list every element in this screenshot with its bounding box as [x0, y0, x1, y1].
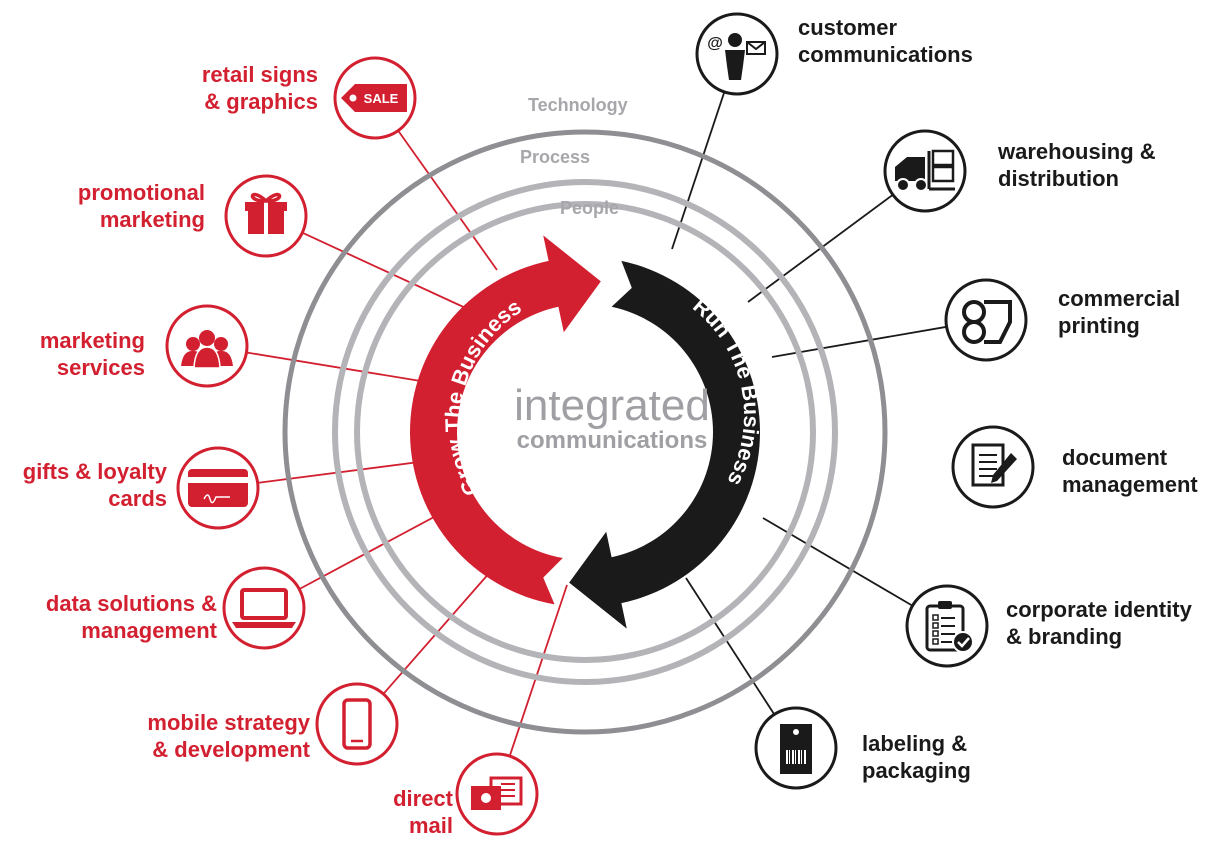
- circular-arrows: [410, 235, 761, 629]
- service-label: labeling &packaging: [862, 731, 971, 783]
- center-title: integrated: [514, 381, 710, 430]
- service-label-line: commercial: [1058, 286, 1180, 311]
- right-service-node: labeling &packaging: [754, 706, 971, 790]
- svg-text:@: @: [707, 35, 723, 52]
- svg-text:SALE: SALE: [364, 91, 399, 106]
- people-label: People: [560, 198, 619, 218]
- service-label-line: management: [1062, 472, 1198, 497]
- service-label-line: mail: [409, 813, 453, 838]
- businessman-email-icon: @: [707, 33, 766, 80]
- service-label-line: & graphics: [204, 89, 318, 114]
- service-label-line: retail signs: [202, 62, 318, 87]
- left-service-node: data solutions &management: [46, 566, 306, 650]
- service-label-line: labeling &: [862, 731, 967, 756]
- service-label-line: management: [81, 618, 217, 643]
- service-label-line: promotional: [78, 180, 205, 205]
- service-label-line: services: [57, 355, 145, 380]
- service-label-line: document: [1062, 445, 1168, 470]
- connector-line: [301, 231, 471, 311]
- service-label-line: packaging: [862, 758, 971, 783]
- document-pen-icon: [971, 443, 1017, 487]
- service-label: retail signs& graphics: [202, 62, 318, 114]
- run-the-business-arrow: [569, 260, 761, 629]
- people-ring: [354, 201, 816, 663]
- sale-tag-icon: SALE: [341, 84, 407, 112]
- service-label-line: customer: [798, 15, 897, 40]
- service-label: mobile strategy& development: [147, 710, 310, 762]
- service-label-line: & development: [152, 737, 310, 762]
- service-label: corporate identity& branding: [1006, 597, 1193, 649]
- laptop-icon: [232, 588, 296, 628]
- service-label-line: marketing: [40, 328, 145, 353]
- service-label-line: warehousing &: [997, 139, 1156, 164]
- center-subtitle: communications: [517, 427, 708, 454]
- service-label-line: gifts & loyalty: [23, 459, 168, 484]
- service-label-line: data solutions &: [46, 591, 217, 616]
- service-label: warehousing &distribution: [997, 139, 1156, 191]
- node-circle: [222, 566, 306, 650]
- service-label-line: communications: [798, 42, 973, 67]
- gift-box-icon: [245, 192, 287, 234]
- technology-label: Technology: [528, 95, 628, 115]
- right-service-node: corporate identity& branding: [905, 584, 1193, 668]
- service-label-line: printing: [1058, 313, 1140, 338]
- process-ring: [332, 179, 838, 685]
- connector-line: [685, 577, 776, 715]
- service-label-line: corporate identity: [1006, 597, 1193, 622]
- process-label: Process: [520, 147, 590, 167]
- forklift-icon: [895, 149, 955, 192]
- postcard-icon: [471, 776, 523, 810]
- grow-the-business-arrow: [410, 235, 601, 605]
- service-label-line: mobile strategy: [147, 710, 310, 735]
- smartphone-icon: [342, 698, 372, 750]
- credit-card-icon: [188, 469, 248, 507]
- right-service-node: warehousing &distribution: [883, 129, 1156, 213]
- left-service-node: SALE retail signs& graphics: [202, 56, 417, 140]
- node-circle: [315, 682, 399, 766]
- service-label-line: cards: [108, 486, 167, 511]
- service-label: data solutions &management: [46, 591, 218, 643]
- clipboard-check-icon: [925, 601, 974, 653]
- left-service-node: mobile strategy& development: [147, 682, 399, 766]
- node-circle: [944, 278, 1028, 362]
- connector-line: [508, 584, 568, 757]
- node-circle: [951, 425, 1035, 509]
- service-label-line: direct: [393, 786, 454, 811]
- printing-rollers-icon: [962, 300, 1012, 344]
- technology-ring: [282, 129, 888, 735]
- service-label-line: distribution: [998, 166, 1119, 191]
- connector-line: [397, 130, 498, 271]
- people-group-icon: [181, 330, 233, 369]
- barcode-package-icon: [780, 724, 812, 774]
- service-label-line: marketing: [100, 207, 205, 232]
- service-label-line: & branding: [1006, 624, 1122, 649]
